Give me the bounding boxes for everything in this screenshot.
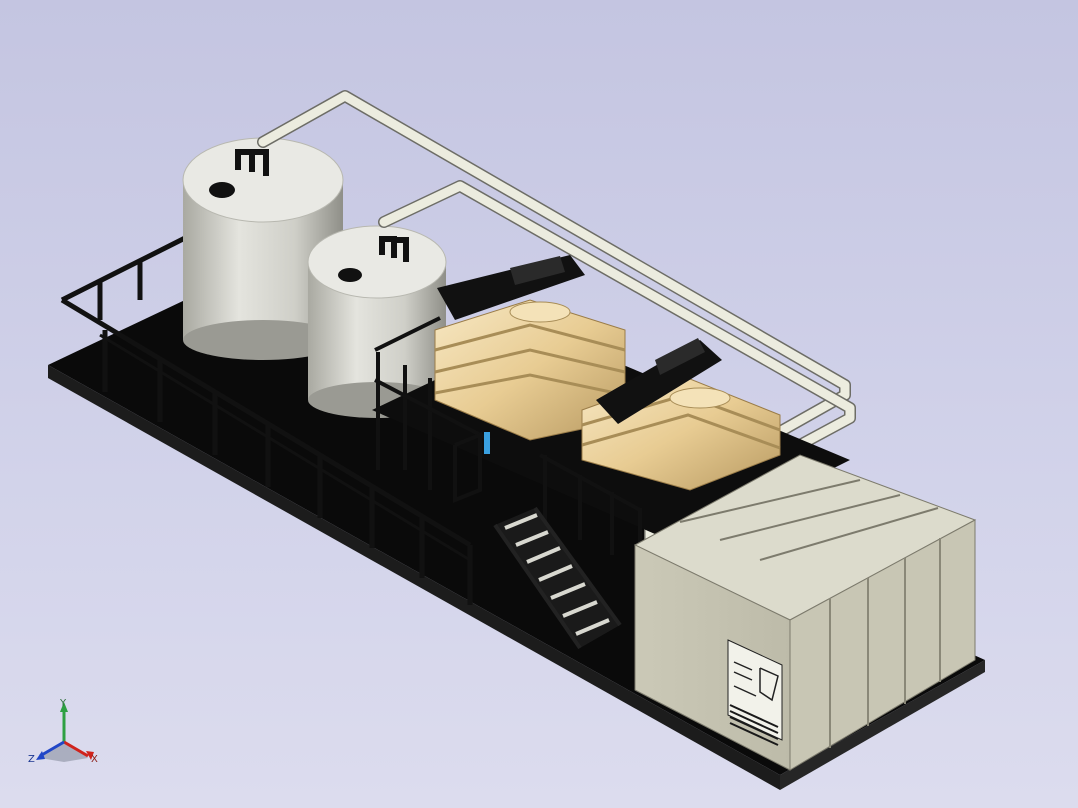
tank-hatch-icon bbox=[338, 268, 362, 282]
sight-glass bbox=[484, 432, 490, 454]
axis-triad[interactable]: Y X Z bbox=[28, 698, 98, 765]
x-axis-icon bbox=[63, 740, 89, 758]
large-storage-tank[interactable] bbox=[182, 137, 344, 360]
y-axis-label: Y bbox=[59, 698, 67, 709]
x-axis-label: X bbox=[91, 754, 98, 765]
front-railing bbox=[60, 235, 473, 605]
tank-fitting bbox=[379, 236, 409, 262]
ibc-tote-2[interactable] bbox=[581, 338, 781, 491]
z-axis-label: Z bbox=[28, 754, 35, 765]
tank-fitting bbox=[235, 149, 269, 176]
tank-hatch-icon bbox=[209, 182, 235, 198]
z-axis-icon bbox=[39, 740, 65, 758]
equipment-enclosure[interactable] bbox=[633, 454, 977, 771]
ibc-tote-1[interactable] bbox=[434, 255, 626, 441]
vent-grille bbox=[729, 704, 779, 746]
access-stairs[interactable] bbox=[493, 506, 622, 650]
tote-lid-cover bbox=[596, 340, 722, 424]
